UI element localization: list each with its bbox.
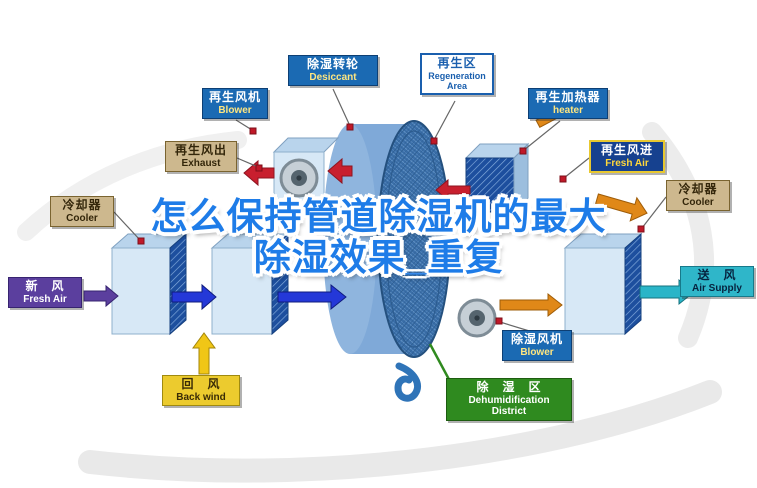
label-fresh-air-zh: 新 风 xyxy=(25,279,65,293)
label-regen-heater: 再生加热器 heater xyxy=(528,88,608,120)
label-regen-heater-zh: 再生加热器 xyxy=(535,90,601,104)
label-regen-heater-en: heater xyxy=(552,104,583,116)
label-return-air-zh: 回 风 xyxy=(181,377,221,391)
unit-right xyxy=(563,232,643,336)
arrow-red-heater-to-wheel xyxy=(435,178,471,202)
label-air-supply-en: Air Supply xyxy=(691,282,742,294)
label-regen-blower-zh: 再生风机 xyxy=(208,90,261,104)
arrow-blue-unit-b-to-wheel xyxy=(277,283,347,311)
page-title-line2: 除湿效果_重复 xyxy=(253,236,504,278)
label-regeneration-area-zh: 再生区 xyxy=(437,56,477,70)
label-dehumid-blower-en: Blower xyxy=(520,346,554,358)
label-dehumid-zone-zh: 除 湿 区 xyxy=(476,380,542,394)
label-desiccant-wheel: 除湿转轮 Desiccant xyxy=(288,55,378,87)
label-regen-blower: 再生风机 Blower xyxy=(202,88,268,120)
arrow-blue-unit-a-to-b xyxy=(171,283,217,311)
label-regen-air-in-en: Fresh Air xyxy=(605,157,649,169)
label-cooler-right-zh: 冷却器 xyxy=(678,182,718,196)
desiccant-wheel xyxy=(323,120,451,358)
page-title-line1: 怎么保持管道除湿机的最大 xyxy=(150,196,607,237)
label-cooler-right: 冷却器 Cooler xyxy=(666,180,730,212)
label-regen-air-out: 再生风出 Exhaust xyxy=(165,141,237,173)
leader-lines xyxy=(113,88,667,334)
label-dehumid-zone-en: Dehumidification District xyxy=(468,394,550,418)
page-title: 怎么保持管道除湿机的最大 除湿效果_重复 xyxy=(0,196,757,278)
wheel-curl-ribbon xyxy=(394,362,422,402)
arrow-yellow-return-air xyxy=(192,332,216,375)
label-regen-air-out-zh: 再生风出 xyxy=(174,143,227,157)
label-fresh-air: 新 风 Fresh Air xyxy=(8,277,82,309)
label-regen-air-in: 再生风进 Fresh Air xyxy=(589,140,665,174)
label-regen-air-out-en: Exhaust xyxy=(181,157,221,169)
label-desiccant-wheel-en: Desiccant xyxy=(309,71,357,83)
label-dehumid-zone: 除 湿 区 Dehumidification District xyxy=(446,378,572,421)
regen-heater-box xyxy=(464,142,530,214)
label-regeneration-area-en: Regeneration Area xyxy=(428,70,486,92)
label-return-air-en: Back wind xyxy=(176,391,226,403)
fan-icon xyxy=(457,298,497,338)
label-cooler-left-en: Cooler xyxy=(66,212,98,224)
unit-left-a xyxy=(110,232,188,336)
arrow-red-wheel-to-blower xyxy=(327,157,353,185)
label-air-supply-zh: 送 风 xyxy=(697,268,737,282)
label-air-supply: 送 风 Air Supply xyxy=(680,266,754,298)
label-dehumid-blower: 除湿风机 Blower xyxy=(502,330,572,362)
label-regen-blower-en: Blower xyxy=(218,104,252,116)
label-cooler-right-en: Cooler xyxy=(682,196,714,208)
label-regen-air-in-zh: 再生风进 xyxy=(600,143,653,157)
arrow-purple-fresh-air xyxy=(83,284,119,308)
arrow-orange-fan-to-unit xyxy=(499,292,563,318)
label-fresh-air-en: Fresh Air xyxy=(23,293,67,305)
label-return-air: 回 风 Back wind xyxy=(162,375,240,407)
leader-marker-square xyxy=(137,123,645,325)
label-cooler-left-zh: 冷却器 xyxy=(62,198,102,212)
label-cooler-left: 冷却器 Cooler xyxy=(50,196,114,228)
label-desiccant-wheel-zh: 除湿转轮 xyxy=(306,57,359,71)
unit-left-b xyxy=(210,232,290,336)
arrow-orange-to-cooler-right xyxy=(595,193,648,222)
label-regeneration-area: 再生区 Regeneration Area xyxy=(420,53,494,96)
fan-icon xyxy=(279,158,319,198)
label-dehumid-blower-zh: 除湿风机 xyxy=(510,332,563,346)
